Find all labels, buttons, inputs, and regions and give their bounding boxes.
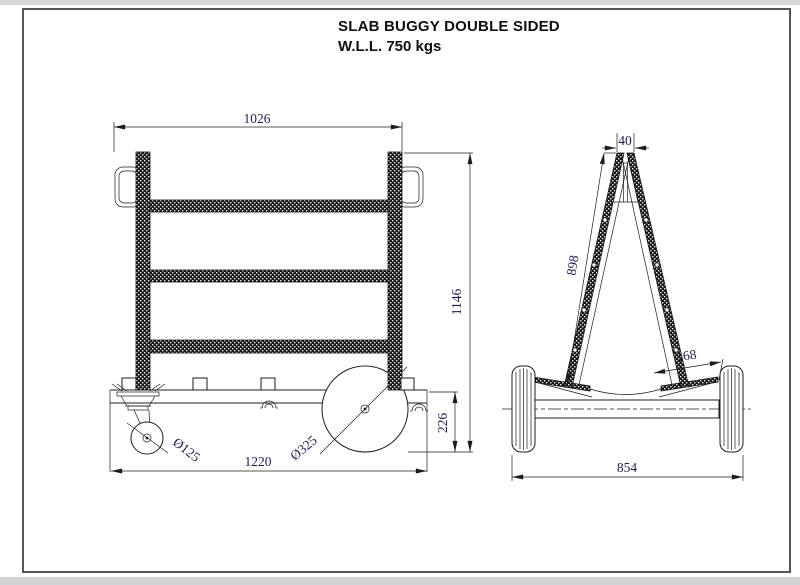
end-view: 40 898 168	[502, 133, 751, 481]
dim-label-track-width: 854	[617, 460, 638, 475]
drawing-title: SLAB BUGGY DOUBLE SIDED	[338, 18, 560, 35]
deck-tab	[192, 377, 208, 391]
dim-end-track-width: 854	[511, 455, 744, 481]
deck-tab	[400, 377, 415, 391]
dim-side-overall-height: 1146	[404, 152, 473, 453]
caster-wheel-assembly: Ø125	[111, 383, 203, 465]
deck-tab	[260, 377, 276, 391]
dim-side-base-length: 1220	[111, 454, 427, 474]
dim-label-ledge-width: 168	[675, 347, 698, 365]
side-view: 1026	[109, 111, 473, 474]
dim-label-top-width: 1026	[244, 111, 271, 126]
dim-label-caster-diameter: Ø125	[170, 435, 203, 465]
right-upright-post	[387, 151, 403, 391]
deck-tab	[121, 377, 137, 391]
a-frame	[563, 152, 690, 388]
frame-rails	[149, 199, 389, 354]
drawing-subtitle: W.L.L. 750 kgs	[338, 38, 442, 55]
page-edge-top	[0, 0, 800, 5]
dim-side-base-height: 226	[429, 391, 458, 452]
sheet-border	[22, 8, 791, 573]
slab-ledges	[532, 376, 719, 398]
dim-label-apex-width: 40	[618, 133, 632, 148]
dim-label-wheel-diameter: Ø325	[287, 432, 320, 463]
dim-end-frame-side: 898	[564, 152, 616, 386]
dim-end-apex-width: 40	[602, 133, 649, 152]
end-view-left-wheel	[511, 365, 536, 453]
dim-label-overall-height: 1146	[449, 289, 464, 316]
tie-down-hook	[410, 403, 428, 412]
dim-end-ledge-width: 168	[653, 347, 724, 381]
tie-down-hook	[260, 400, 278, 409]
title-block: SLAB BUGGY DOUBLE SIDED W.L.L. 750 kgs	[338, 18, 560, 55]
end-view-right-wheel	[719, 365, 744, 453]
dim-label-frame-side: 898	[564, 254, 582, 277]
page-edge-bottom	[0, 577, 800, 585]
axle-platform	[502, 399, 751, 419]
dim-label-base-length: 1220	[245, 454, 272, 469]
left-upright-post	[135, 151, 151, 391]
dim-label-base-height: 226	[435, 413, 450, 434]
dim-side-top-width: 1026	[113, 111, 403, 152]
